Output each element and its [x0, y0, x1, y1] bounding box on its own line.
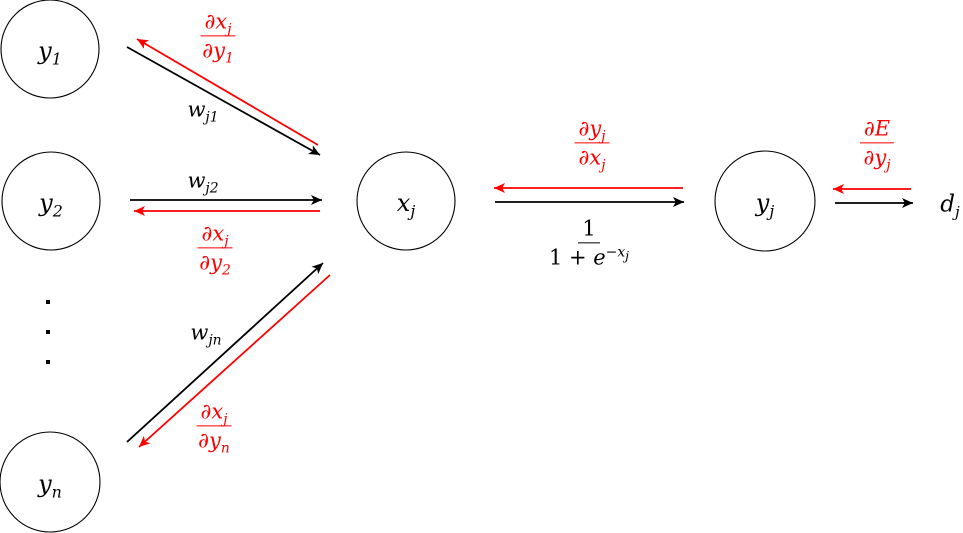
node-circle-yn: [0, 431, 101, 533]
activation-function-label: 1 1 + e−xj: [548, 216, 630, 270]
weight-label-wj2: wj2: [187, 168, 219, 197]
weight-label-wjn: wjn: [190, 320, 222, 349]
gradient-label-dxj-dy2: ∂xj ∂y2: [197, 221, 233, 279]
gradient-label-dxj-dy1: ∂xj ∂y1: [200, 9, 236, 67]
gradient-label-dE-dyj: ∂E ∂yj: [859, 116, 895, 173]
node-label-yj: yj: [755, 188, 775, 221]
node-label-y1: y1: [38, 36, 62, 69]
vertical-ellipsis-dots: [46, 300, 50, 364]
gradient-label-dyj-dxj: ∂yj ∂xj: [574, 116, 610, 173]
node-label-y2: y2: [39, 188, 63, 221]
gradient-label-dxj-dyn: ∂xj ∂yn: [196, 399, 232, 457]
node-circle-yj: [714, 150, 816, 252]
node-circle-xj: [356, 151, 456, 251]
target-label-dj: dj: [940, 191, 960, 221]
weight-label-wj1: wj1: [187, 97, 219, 126]
node-label-xj: xj: [396, 188, 416, 221]
backward-arrow-xj-to-yn: [138, 274, 331, 448]
node-circle-y2: [1, 151, 101, 251]
backward-arrow-xj-to-y1: [136, 38, 319, 146]
forward-arrow-yn-to-xj: [126, 262, 324, 443]
forward-arrow-y1-to-xj: [126, 46, 321, 156]
node-label-yn: yn: [38, 469, 62, 502]
node-circle-y1: [0, 0, 100, 99]
